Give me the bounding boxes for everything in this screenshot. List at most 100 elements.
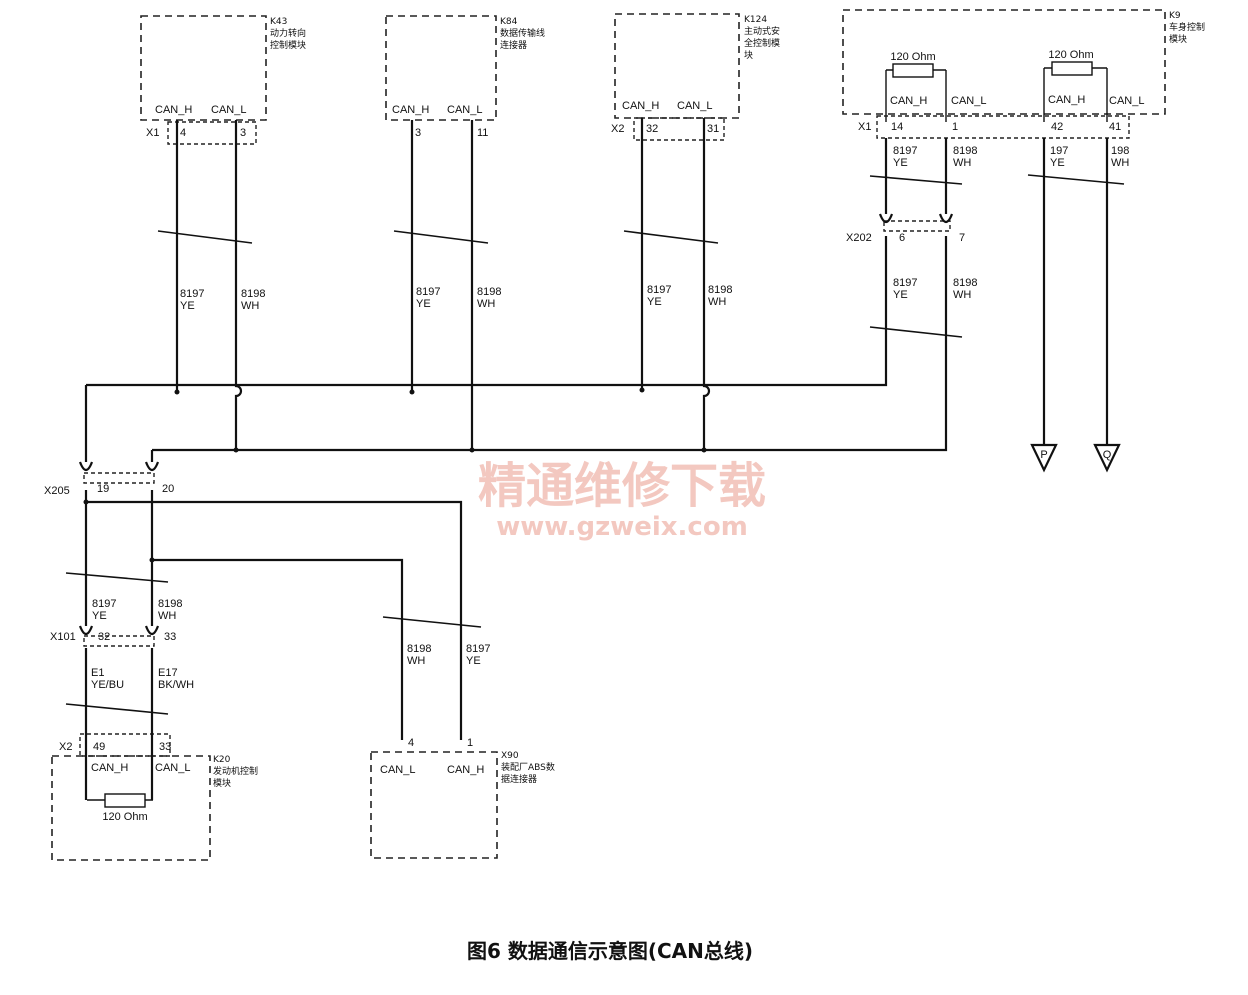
splice-dot <box>149 557 155 563</box>
module-k43: K43 动力转向 控制模块 CAN_H CAN_L X1 4 3 <box>140 15 306 145</box>
circuit-number: 8198 <box>477 286 501 298</box>
can-l-label: CAN_L <box>1109 95 1144 107</box>
pin-label: 33 <box>164 631 176 643</box>
pin-label: 41 <box>1109 121 1121 133</box>
can-h-label: CAN_H <box>622 100 659 112</box>
twisted-pair-markers <box>65 174 1125 715</box>
twisted-pair-marker <box>869 175 963 185</box>
wire-branch-x90-can-l <box>152 558 404 740</box>
module-k9: K9 车身控制 模块 120 Ohm 120 Ohm CAN_H CAN_L C… <box>842 9 1205 139</box>
circuit-number: 8198 <box>953 277 977 289</box>
circuit-number: 8197 <box>893 277 917 289</box>
circuit-number: E1 <box>91 667 104 679</box>
wire-can-h-bus <box>86 236 888 387</box>
pin-label: 32 <box>98 631 110 643</box>
module-name: 块 <box>744 49 753 61</box>
can-h-label: CAN_H <box>1048 94 1085 106</box>
watermark-url: www.gzweix.com <box>496 512 748 542</box>
circuit-number: 8197 <box>466 643 490 655</box>
connector-body <box>83 472 155 484</box>
resistor-leads <box>1043 67 1108 122</box>
connector-label: X101 <box>50 631 76 643</box>
connector-body <box>83 635 155 647</box>
offpage-label: Q <box>1103 449 1112 461</box>
offpage-q: Q <box>1093 443 1121 473</box>
module-id: K124 <box>744 15 767 25</box>
module-box <box>370 751 498 859</box>
wire-color: YE/BU <box>91 679 124 691</box>
connector-body <box>883 220 951 232</box>
resistor-leads <box>885 69 947 122</box>
can-l-label: CAN_L <box>380 764 415 776</box>
module-id: K43 <box>270 17 287 27</box>
module-id: X90 <box>501 751 519 761</box>
pin-label: 1 <box>952 121 958 133</box>
splice-dot <box>409 389 415 395</box>
pin-label: 1 <box>467 737 473 749</box>
connector-x101: X101 32 33 <box>50 625 176 647</box>
circuit-number: 8198 <box>241 288 265 300</box>
wire-can-l-bus <box>152 236 948 452</box>
wire-color: YE <box>647 296 662 308</box>
splice-dot <box>469 447 475 453</box>
pin-label: 19 <box>97 483 109 495</box>
pin-label: 49 <box>93 741 105 753</box>
pin-label: 4 <box>408 737 414 749</box>
module-id: K84 <box>500 17 518 27</box>
terminating-resistor <box>104 793 146 808</box>
module-box <box>385 15 497 121</box>
wire-color: YE <box>416 298 431 310</box>
module-x90: X90 装配厂ABS数 据连接器 CAN_L CAN_H 4 1 <box>370 737 555 859</box>
module-id: K20 <box>213 755 231 765</box>
offpage-label: P <box>1040 449 1047 461</box>
splice-dot <box>639 387 645 393</box>
wire-color: WH <box>708 296 726 308</box>
module-k20: X2 49 33 K20 发动机控制 模块 CAN_H CAN_L 120 Oh… <box>51 733 258 861</box>
module-name: 主动式安 <box>744 25 780 37</box>
connector-label: X2 <box>611 123 624 135</box>
pin-label: 14 <box>891 121 903 133</box>
module-box <box>51 755 211 861</box>
figure-caption: 图6 数据通信示意图(CAN总线) <box>467 939 753 963</box>
wire-color: YE <box>180 300 195 312</box>
circuit-number: 8198 <box>708 284 732 296</box>
wire-color: YE <box>92 610 107 622</box>
connector-x1 <box>876 115 1130 139</box>
circuit-number: 8197 <box>92 598 116 610</box>
circuit-number: 8198 <box>407 643 431 655</box>
wire-color: YE <box>893 157 908 169</box>
wire-branch-x90-can-h <box>86 500 463 740</box>
twisted-pair-marker <box>382 616 482 628</box>
pin-label: 33 <box>159 741 171 753</box>
module-box <box>140 15 267 121</box>
resistor-label: 120 Ohm <box>890 51 935 63</box>
module-box <box>842 9 1166 115</box>
wire-k43-can-l <box>234 120 243 450</box>
connector-pin-symbol <box>144 625 160 636</box>
module-name: 动力转向 <box>270 27 306 39</box>
twisted-pair-marker <box>157 230 253 244</box>
watermark-title: 精通维修下载 <box>478 458 766 514</box>
terminating-resistor <box>1051 61 1093 76</box>
twisted-pair-marker <box>623 230 719 244</box>
module-name: 车身控制 <box>1169 21 1205 33</box>
circuit-number: 8197 <box>416 286 440 298</box>
wire-color: YE <box>1050 157 1065 169</box>
twisted-pair-marker <box>1027 174 1125 185</box>
connector-pin-symbol <box>78 625 94 636</box>
splice-dot <box>83 499 89 505</box>
twisted-pair-marker <box>65 572 169 583</box>
connector-label: X1 <box>146 127 159 139</box>
watermark: 精通维修下载 www.gzweix.com <box>478 458 766 542</box>
circuit-number: 8197 <box>893 145 917 157</box>
offpage-p: P <box>1030 443 1058 473</box>
pin-label: 7 <box>959 232 965 244</box>
circuit-number: 8198 <box>953 145 977 157</box>
connector-label: X202 <box>846 232 872 244</box>
connector-pin-symbol <box>144 461 160 472</box>
can-h-label: CAN_H <box>91 762 128 774</box>
splice-points <box>83 387 707 563</box>
pin-label: 3 <box>415 127 421 139</box>
offpage-arrow <box>1093 443 1121 473</box>
can-l-label: CAN_L <box>447 104 482 116</box>
